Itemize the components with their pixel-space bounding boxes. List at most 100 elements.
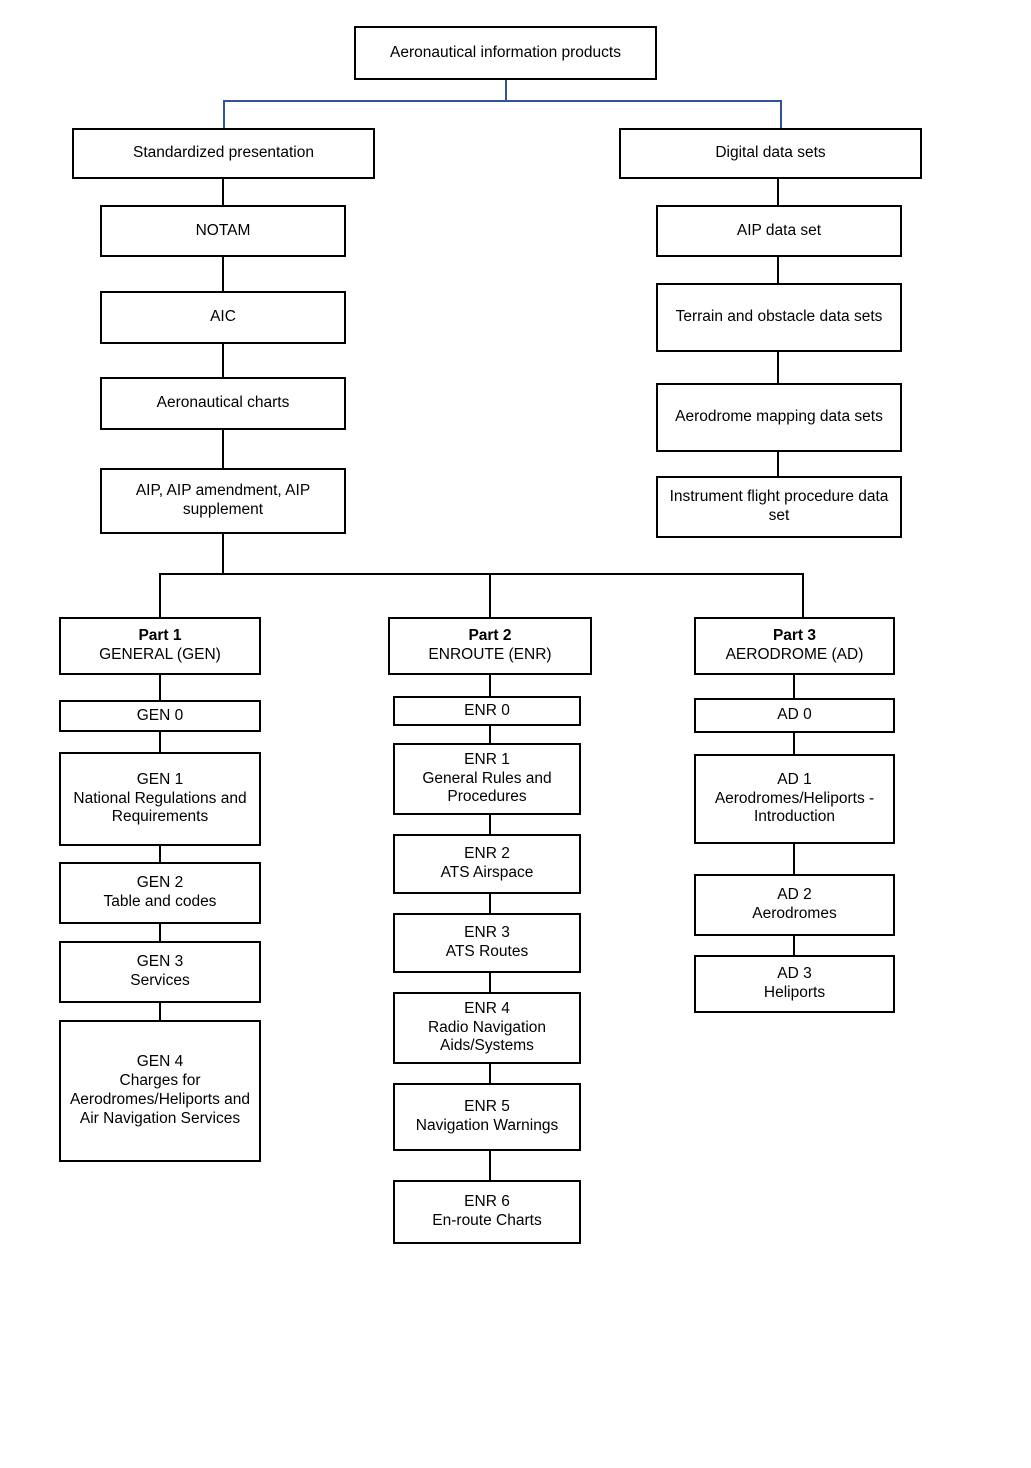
node-ad-1-code: AD 1 bbox=[777, 770, 812, 788]
connector-gen3-to-gen4 bbox=[159, 1003, 161, 1021]
node-root: Aeronautical information products bbox=[354, 26, 657, 80]
connector-part1-to-gen0 bbox=[159, 675, 161, 701]
node-gen-1-text: GEN 1 National Regulations and Requireme… bbox=[65, 771, 255, 828]
node-enr-5-code: ENR 5 bbox=[464, 1098, 510, 1116]
node-gen-3-title: Services bbox=[130, 972, 190, 989]
node-aic: AIC bbox=[100, 291, 346, 344]
node-part-3: Part 3 AERODROME (AD) bbox=[694, 617, 895, 675]
node-part-1: Part 1 GENERAL (GEN) bbox=[59, 617, 261, 675]
node-gen-3-text: GEN 3 Services bbox=[130, 953, 189, 991]
node-part-2-name: ENROUTE (ENR) bbox=[428, 646, 552, 663]
connector-aip-data-set-to-terrain bbox=[777, 257, 779, 284]
node-enr-2-code: ENR 2 bbox=[464, 845, 510, 863]
node-enr-4: ENR 4 Radio Navigation Aids/Systems bbox=[393, 992, 581, 1064]
node-enr-5-text: ENR 5 Navigation Warnings bbox=[416, 1098, 558, 1136]
node-ad-3: AD 3 Heliports bbox=[694, 955, 895, 1013]
node-root-label: Aeronautical information products bbox=[390, 43, 621, 61]
node-ad-3-code: AD 3 bbox=[777, 965, 812, 983]
connector-gen1-to-gen2 bbox=[159, 846, 161, 863]
node-aeronautical-charts-label: Aeronautical charts bbox=[156, 394, 290, 412]
node-enr-1: ENR 1 General Rules and Procedures bbox=[393, 743, 581, 815]
node-part-1-part: Part 1 bbox=[138, 627, 182, 645]
node-gen-3-code: GEN 3 bbox=[136, 953, 184, 971]
node-enr-2-title: ATS Airspace bbox=[440, 864, 534, 881]
connector-aip-split-stem bbox=[222, 534, 224, 574]
node-enr-1-code: ENR 1 bbox=[464, 750, 510, 768]
node-instrument-flight-procedure-data-set: Instrument flight procedure data set bbox=[656, 476, 902, 538]
node-enr-4-code: ENR 4 bbox=[464, 999, 510, 1017]
node-enr-3-title: ATS Routes bbox=[445, 943, 529, 960]
node-part-2-text: Part 2 ENROUTE (ENR) bbox=[428, 627, 551, 665]
node-part-1-text: Part 1 GENERAL (GEN) bbox=[99, 627, 221, 665]
node-enr-0-label: ENR 0 bbox=[464, 701, 510, 719]
connector-notam-to-aic bbox=[222, 257, 224, 292]
node-aip-data-set-label: AIP data set bbox=[736, 221, 822, 239]
node-terrain-obstacle-data-sets: Terrain and obstacle data sets bbox=[656, 283, 902, 352]
node-gen-3: GEN 3 Services bbox=[59, 941, 261, 1003]
node-standardized-presentation: Standardized presentation bbox=[72, 128, 375, 179]
node-part-3-name: AERODROME (AD) bbox=[725, 646, 864, 663]
node-enr-4-text: ENR 4 Radio Navigation Aids/Systems bbox=[399, 1000, 575, 1057]
connector-aerodrome-mapping-to-ifp bbox=[777, 452, 779, 477]
connector-parts-bus bbox=[159, 573, 804, 575]
connector-digital-to-aip-data-set bbox=[777, 179, 779, 207]
node-part-2-part: Part 2 bbox=[468, 627, 512, 645]
node-aic-label: AIC bbox=[210, 308, 236, 326]
connector-enr4-to-enr5 bbox=[489, 1064, 491, 1084]
node-ad-1-text: AD 1 Aerodromes/Heliports - Introduction bbox=[700, 771, 889, 828]
node-enr-2: ENR 2 ATS Airspace bbox=[393, 834, 581, 894]
node-gen-4-title: Charges for Aerodromes/Heliports and Air… bbox=[69, 1072, 251, 1127]
node-ad-2: AD 2 Aerodromes bbox=[694, 874, 895, 936]
node-part-2: Part 2 ENROUTE (ENR) bbox=[388, 617, 592, 675]
node-aerodrome-mapping-data-sets-label: Aerodrome mapping data sets bbox=[675, 408, 883, 426]
node-aeronautical-charts: Aeronautical charts bbox=[100, 377, 346, 430]
node-aip-amendment-supplement-label: AIP, AIP amendment, AIP supplement bbox=[135, 482, 311, 518]
node-notam: NOTAM bbox=[100, 205, 346, 257]
node-instrument-flight-procedure-data-set-label: Instrument flight procedure data set bbox=[669, 488, 889, 524]
node-gen-1-code: GEN 1 bbox=[136, 770, 184, 788]
node-gen-2-code: GEN 2 bbox=[136, 874, 184, 892]
node-part-3-text: Part 3 AERODROME (AD) bbox=[726, 627, 864, 665]
node-enr-1-title: General Rules and Procedures bbox=[422, 769, 552, 806]
node-ad-0: AD 0 bbox=[694, 698, 895, 733]
connector-enr2-to-enr3 bbox=[489, 894, 491, 914]
node-ad-1: AD 1 Aerodromes/Heliports - Introduction bbox=[694, 754, 895, 844]
connector-bus-to-part-1 bbox=[159, 573, 161, 618]
connector-gen2-to-gen3 bbox=[159, 924, 161, 942]
node-enr-4-title: Radio Navigation Aids/Systems bbox=[427, 1018, 547, 1055]
connector-charts-to-aip bbox=[222, 430, 224, 469]
connector-bus-to-part-3 bbox=[802, 573, 804, 618]
node-gen-1: GEN 1 National Regulations and Requireme… bbox=[59, 752, 261, 846]
connector-root-to-digital bbox=[780, 100, 782, 128]
node-part-1-name: GENERAL (GEN) bbox=[99, 646, 221, 663]
node-enr-5: ENR 5 Navigation Warnings bbox=[393, 1083, 581, 1151]
node-gen-1-title: National Regulations and Requirements bbox=[73, 789, 247, 826]
node-gen-2: GEN 2 Table and codes bbox=[59, 862, 261, 924]
node-part-3-part: Part 3 bbox=[772, 627, 817, 645]
node-gen-2-title: Table and codes bbox=[103, 893, 217, 910]
connector-standardized-to-notam bbox=[222, 179, 224, 207]
node-enr-6-title: En-route Charts bbox=[432, 1212, 542, 1229]
connector-ad2-to-ad3 bbox=[793, 936, 795, 956]
node-enr-2-text: ENR 2 ATS Airspace bbox=[441, 845, 534, 883]
node-gen-2-text: GEN 2 Table and codes bbox=[104, 874, 217, 912]
connector-enr5-to-enr6 bbox=[489, 1151, 491, 1181]
node-ad-2-code: AD 2 bbox=[777, 886, 812, 904]
node-ad-2-text: AD 2 Aerodromes bbox=[752, 886, 836, 924]
node-gen-4-code: GEN 4 bbox=[136, 1053, 184, 1071]
connector-aic-to-aeronautical-charts bbox=[222, 344, 224, 378]
node-digital-data-sets: Digital data sets bbox=[619, 128, 922, 179]
node-ad-3-title: Heliports bbox=[763, 984, 826, 1001]
node-aerodrome-mapping-data-sets: Aerodrome mapping data sets bbox=[656, 383, 902, 452]
node-ad-1-title: Aerodromes/Heliports - Introduction bbox=[714, 789, 875, 826]
node-enr-3-code: ENR 3 bbox=[464, 924, 510, 942]
node-enr-6-code: ENR 6 bbox=[464, 1193, 510, 1211]
connector-ad0-to-ad1 bbox=[793, 733, 795, 755]
connector-root-to-standardized bbox=[223, 100, 225, 128]
node-ad-2-title: Aerodromes bbox=[752, 905, 837, 922]
node-notam-label: NOTAM bbox=[195, 221, 251, 239]
node-aip-amendment-supplement: AIP, AIP amendment, AIP supplement bbox=[100, 468, 346, 534]
node-gen-0-label: GEN 0 bbox=[136, 706, 184, 724]
connector-part3-to-ad0 bbox=[793, 675, 795, 699]
